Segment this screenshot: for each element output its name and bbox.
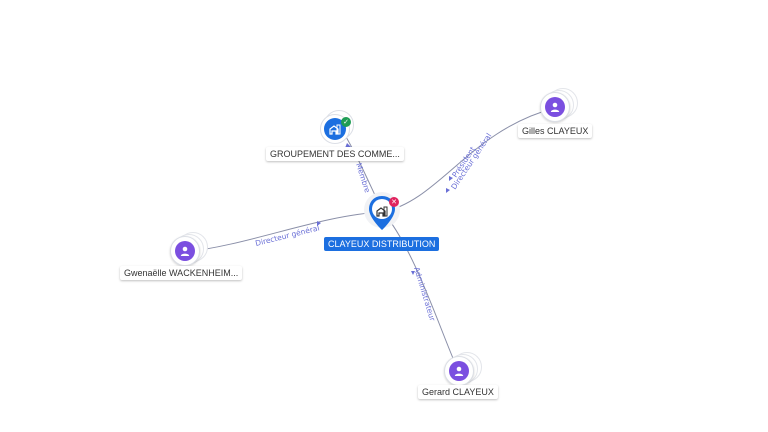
arrow-gwenaelle: [317, 221, 321, 226]
edge-gerard: [382, 211, 459, 371]
check-badge-icon: ✓: [341, 117, 351, 127]
person-icon: [545, 97, 565, 117]
node-label-gwenaelle[interactable]: Gwenaëlle WACKENHEIM...: [120, 266, 243, 280]
edge-label-administrateur: Administrateur: [412, 266, 437, 323]
person-icon: [175, 241, 195, 261]
close-badge-icon[interactable]: ✕: [389, 197, 399, 207]
edge-gilles: [382, 107, 556, 213]
edge-label-directeur-gilles: Directeur général: [449, 132, 493, 192]
node-label-gilles[interactable]: Gilles CLAYEUX: [518, 124, 593, 138]
person-icon: [449, 361, 469, 381]
arrow-gilles-2: [446, 188, 450, 193]
arrow-gilles-1: [449, 176, 453, 181]
company-building-icon: [376, 204, 388, 217]
edge-label-membre: Membre: [354, 162, 372, 194]
arrow-gerard: [411, 271, 415, 275]
arrow-membre: [345, 143, 351, 148]
company-building-icon: [324, 118, 346, 140]
node-label-groupement[interactable]: GROUPEMENT DES COMME...: [266, 147, 404, 161]
node-label-gerard[interactable]: Gerard CLAYEUX: [418, 385, 498, 399]
node-label-center[interactable]: CLAYEUX DISTRIBUTION: [324, 237, 440, 251]
edge-gwenaelle: [184, 211, 384, 253]
